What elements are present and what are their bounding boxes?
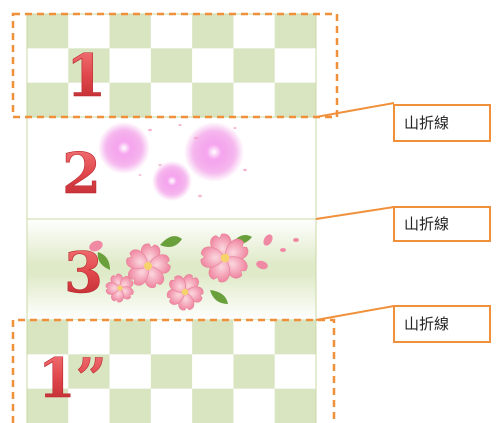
checker-tile (192, 82, 234, 117)
sakura-flower (126, 243, 171, 289)
checker-tile (192, 388, 234, 423)
callout-1-label: 山折線 (404, 114, 449, 132)
callout-3-label: 山折線 (404, 315, 449, 333)
callout-2-leader (315, 206, 395, 220)
checker-tile (150, 354, 193, 390)
checkerboard-pattern-top (27, 14, 316, 117)
checker-tile (27, 14, 69, 49)
checker-tile (27, 354, 69, 390)
callout-2-label: 山折線 (404, 215, 449, 233)
checker-tile (150, 82, 193, 117)
checker-tile (192, 14, 234, 49)
pink-glow-3 (152, 161, 192, 201)
checker-tile (274, 14, 316, 49)
checker-tile (150, 48, 193, 84)
checker-tile (233, 388, 276, 423)
checker-tile (233, 320, 276, 355)
callout-3-leader (315, 305, 395, 321)
callout-3-box (393, 305, 491, 343)
checker-tile (68, 320, 111, 355)
panel-3: 3 (26, 218, 317, 321)
checker-tile (150, 14, 193, 49)
checker-tile (274, 320, 316, 355)
sakura-flower (166, 274, 204, 311)
checkerboard-pattern-bottom (27, 320, 316, 423)
checker-tile (233, 48, 276, 84)
checker-tile (109, 320, 152, 355)
panel-2: 2 (26, 116, 317, 220)
sakura-flowers (105, 233, 249, 311)
callout-3: 山折線 (315, 305, 491, 343)
checker-tile (233, 14, 276, 49)
checker-tile (192, 48, 234, 84)
pink-glow-1 (98, 122, 150, 174)
dashed-box-top (11, 12, 339, 119)
checker-tile (109, 354, 152, 390)
checker-tile (27, 82, 69, 117)
callout-2: 山折線 (315, 206, 491, 242)
panel-3-number: 3 (64, 240, 103, 306)
callout-2-box (393, 206, 491, 242)
checker-tile (150, 388, 193, 423)
checker-tile (109, 48, 152, 84)
panel-1-double-prime: 1” (26, 320, 317, 423)
checker-tile (109, 14, 152, 49)
falling-petals (138, 124, 247, 198)
callout-1: 山折線 (315, 102, 491, 142)
checker-tile (68, 388, 111, 423)
checker-tile (192, 320, 234, 355)
checker-tile (233, 82, 276, 117)
checker-tile (27, 388, 69, 423)
sakura-flower (105, 273, 134, 303)
checker-tile (27, 320, 69, 355)
dashed-box-bottom (11, 318, 336, 423)
checker-tile (109, 388, 152, 423)
sakura-buds (89, 234, 299, 270)
checker-tile (68, 354, 111, 390)
panel-1: 1 (26, 13, 317, 118)
checker-tile (150, 320, 193, 355)
pink-glow-2 (184, 122, 244, 182)
checker-tile (274, 48, 316, 84)
panel-1-double-prime-number: 1” (38, 346, 107, 410)
checker-tile (68, 48, 111, 84)
checker-tile (274, 82, 316, 117)
checker-tile (68, 82, 111, 117)
checker-tile (27, 48, 69, 84)
checker-tile (68, 14, 111, 49)
checker-tile (274, 388, 316, 423)
checker-tile (109, 82, 152, 117)
panel-1-number: 1 (66, 42, 106, 110)
callout-1-leader (315, 102, 395, 118)
checker-tile (274, 354, 316, 390)
sakura-flower (200, 233, 249, 283)
checker-tile (233, 354, 276, 390)
checker-tile (192, 354, 234, 390)
callout-1-box (393, 104, 491, 142)
panel-2-number: 2 (62, 141, 101, 207)
